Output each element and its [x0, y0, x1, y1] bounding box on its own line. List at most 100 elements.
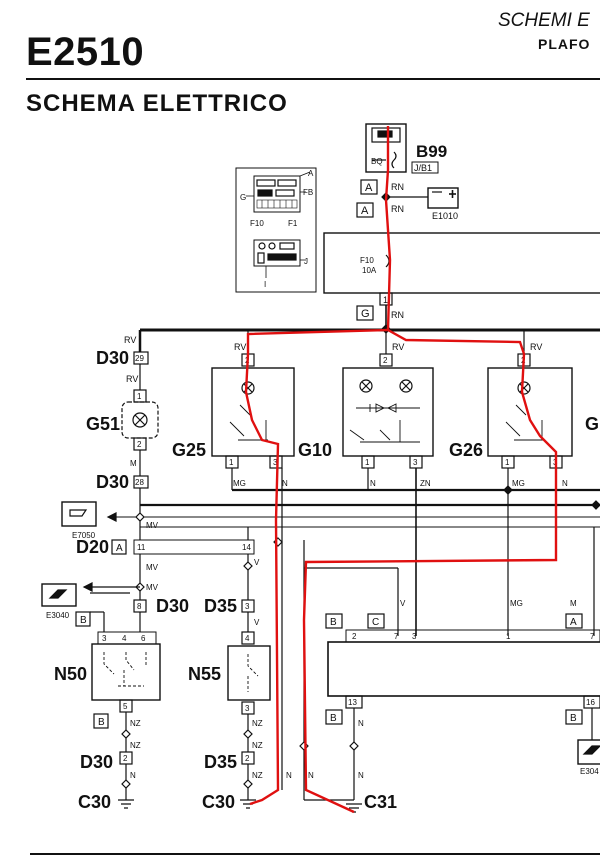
d35-connector-2: D35 — [204, 752, 237, 772]
connector-b-1: B — [80, 615, 87, 626]
g26-box — [487, 367, 573, 457]
wire-mv-2: MV — [146, 563, 159, 572]
inset-letter-f10: F10 — [250, 219, 264, 228]
g26-label: G26 — [449, 440, 483, 460]
pin-4-n55: 4 — [245, 634, 250, 643]
pin-4-n50: 4 — [122, 634, 127, 643]
c31-ground: C31 — [364, 792, 397, 812]
pin-3-g10: 3 — [413, 458, 418, 467]
d35-connector-1: D35 — [204, 596, 237, 616]
wire-n-7: N — [308, 771, 314, 780]
connector-c: C — [372, 617, 379, 628]
wire-rn-3: RN — [391, 310, 404, 320]
g10-lamp-icon-2 — [399, 379, 413, 393]
wire-n-6: N — [358, 771, 364, 780]
wire-nz-1: NZ — [130, 719, 141, 728]
subsection-title: PLAFO — [538, 36, 591, 52]
pin-28: 28 — [135, 478, 144, 487]
e1010-battery-icon — [427, 187, 459, 209]
pin-5-n50: 5 — [123, 702, 128, 711]
n55-label: N55 — [188, 664, 221, 684]
pin-16: 16 — [586, 698, 595, 707]
ground-icon-1 — [118, 799, 134, 809]
header-rule — [26, 78, 600, 80]
connector-b-2: B — [98, 717, 105, 728]
d30-connector-2: D30 — [96, 472, 129, 492]
wire-rv-2: RV — [234, 342, 246, 352]
d20-letter-a: A — [116, 543, 123, 554]
pin-2-d35: 2 — [245, 754, 250, 763]
pin-11: 11 — [137, 543, 146, 552]
wire-nz-4: NZ — [252, 741, 263, 750]
c30-ground-2: C30 — [202, 792, 235, 812]
pin-3-d35: 3 — [245, 602, 250, 611]
g25-lamp-icon — [241, 381, 255, 395]
g26-lamp-icon — [517, 381, 531, 395]
g10-label: G10 — [298, 440, 332, 460]
wire-mg-3: MG — [510, 599, 523, 608]
g10-lamp-icon-1 — [359, 379, 373, 393]
pin-1-fuse: 1 — [383, 295, 388, 305]
pin-2-module: 2 — [352, 632, 357, 641]
pin-6-n50: 6 — [141, 634, 146, 643]
wire-nz-3: NZ — [252, 719, 263, 728]
pin-1-g10: 1 — [365, 458, 370, 467]
e7050-icon — [61, 501, 97, 527]
page-code: E2510 — [26, 30, 145, 74]
fuse-box-inset — [235, 167, 317, 293]
inset-letter-a: A — [308, 169, 314, 178]
connector-g: G — [361, 308, 370, 320]
wire-mg-2: MG — [512, 479, 525, 488]
wire-mv-1: MV — [146, 521, 159, 530]
wire-n-5: N — [358, 719, 364, 728]
wire-n-1: N — [282, 479, 288, 488]
wire-rv-1: RV — [124, 335, 136, 345]
wire-rv-4: RV — [530, 342, 542, 352]
section-title: SCHEMI E — [498, 10, 590, 31]
wire-nz-5: NZ — [252, 771, 263, 780]
pin-2-d30: 2 — [123, 754, 128, 763]
fuse-block — [323, 232, 600, 294]
wire-v-3: V — [400, 599, 406, 608]
d20-connector: D20 — [76, 537, 109, 557]
inset-letter-fb: FB — [303, 188, 313, 197]
pin-3-n50: 3 — [102, 634, 107, 643]
connector-a-top-1: A — [365, 182, 373, 194]
d30-connector-3: D30 — [156, 596, 189, 616]
pin-1-g25: 1 — [229, 458, 234, 467]
wire-nz-2: NZ — [130, 741, 141, 750]
e7050-label: E7050 — [72, 531, 96, 540]
pin-7-module-right: 7 — [590, 632, 595, 641]
g25-label: G25 — [172, 440, 206, 460]
e1010-label: E1010 — [432, 211, 458, 221]
wire-zn-1: ZN — [420, 479, 431, 488]
pin-3-n55: 3 — [245, 704, 250, 713]
g51-lamp-icon — [132, 412, 148, 428]
b99-internal-label: BQ — [371, 157, 383, 166]
pin-3-g25: 3 — [273, 458, 278, 467]
g-right-label: G — [585, 414, 599, 434]
pin-13: 13 — [348, 698, 357, 707]
wire-m-1: M — [130, 459, 137, 468]
b99-sub-label: J/B1 — [414, 163, 432, 173]
pin-8: 8 — [137, 602, 142, 611]
wire-v-2: V — [254, 618, 260, 627]
pin-1-g26: 1 — [505, 458, 510, 467]
wire-n-8: N — [286, 771, 292, 780]
wire-v-1: V — [254, 558, 260, 567]
pin-29: 29 — [135, 354, 144, 363]
wire-n-3: N — [562, 479, 568, 488]
footer-rule — [30, 853, 600, 855]
pin-1-g51: 1 — [137, 392, 142, 401]
connector-b-5: B — [570, 713, 577, 724]
pin-3-module: 3 — [412, 632, 417, 641]
inset-letter-i: I — [264, 280, 266, 289]
pin-1-module: 1 — [506, 632, 511, 641]
g51-label: G51 — [86, 414, 120, 434]
e3040-right-icon — [577, 739, 600, 765]
wire-n-4: N — [130, 771, 136, 780]
highlighted-current-path — [244, 126, 558, 814]
d30-connector-1: D30 — [96, 348, 129, 368]
pin-14: 14 — [242, 543, 251, 552]
